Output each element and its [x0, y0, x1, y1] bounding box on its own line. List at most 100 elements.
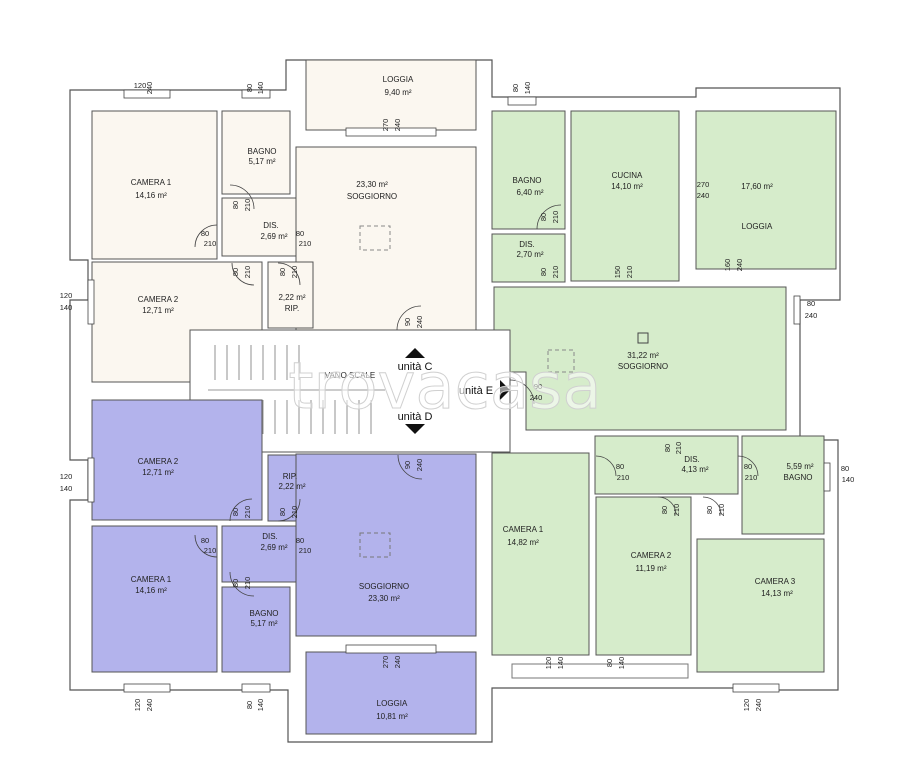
- dim-e-dis-door-h2: 210: [674, 442, 683, 455]
- door-swings: [194, 184, 759, 597]
- dim-c-bagno-door-w: 80: [231, 201, 240, 209]
- dim-d-loggia-w: 270: [381, 656, 390, 669]
- unit-e: [491, 110, 837, 679]
- room-d-loggia: [305, 651, 477, 735]
- arrow-unit-d: [405, 424, 425, 434]
- label-d-soggiorno-name: SOGGIORNO: [359, 582, 409, 591]
- label-e-camera1-area: 14,82 m²: [507, 538, 539, 547]
- dim-d-cam1-win-h: 240: [145, 699, 154, 712]
- soggiorno-e-pillar: [637, 332, 649, 344]
- label-e-dis-name: DIS.: [684, 455, 700, 464]
- room-d-camera2: [91, 399, 263, 521]
- label-d-dis-area: 2,69 m²: [260, 543, 287, 552]
- dim-d-rip-door-h: 210: [290, 506, 299, 519]
- watermark-logo: trovacasa: [288, 350, 601, 424]
- dim-c-cam2-door-h: 210: [243, 266, 252, 279]
- room-c-bagno: [221, 110, 291, 195]
- label-e-camera3-area: 14,13 m²: [761, 589, 793, 598]
- dim-c-bagno-door-h: 210: [243, 199, 252, 212]
- dim-e-cam3-win-h: 240: [754, 699, 763, 712]
- label-c-bagno-name: BAGNO: [248, 147, 277, 156]
- dim-c-cam1-door-w: 80: [201, 229, 209, 238]
- label-d-bagno-area: 5,17 m²: [250, 619, 277, 628]
- dim-c-loggia-w: 270: [381, 119, 390, 132]
- unit-d: [91, 399, 477, 735]
- dim-d-cam1-win-w: 120: [133, 699, 142, 712]
- label-e-soggiorno-name: SOGGIORNO: [618, 362, 668, 371]
- soggiorno-e-rug: [547, 349, 575, 373]
- dim-d-cam2-door-w: 80: [231, 508, 240, 516]
- label-d-camera1-area: 14,16 m²: [135, 586, 167, 595]
- label-c-bagno-area: 5,17 m²: [248, 157, 275, 166]
- label-e-cucina-name: CUCINA: [612, 171, 643, 180]
- label-d-camera2-area: 12,71 m²: [142, 468, 174, 477]
- dim-d-cam2-win-w: 120: [60, 472, 73, 481]
- unit-c: [91, 59, 477, 383]
- dim-c-cam1-win-h: 240: [145, 82, 154, 95]
- dim-d-entry-h: 240: [415, 459, 424, 472]
- dim-d-entry-w: 90: [403, 461, 412, 469]
- dim-c-bagno-win-w: 80: [245, 84, 254, 92]
- room-e-bagno: [741, 435, 825, 535]
- label-d-camera2-name: CAMERA 2: [138, 457, 179, 466]
- dim-e-cam1-door-w: 80: [616, 462, 624, 471]
- balcony-e-bottom: [511, 663, 689, 679]
- dim-c-cam2-win-w: 120: [60, 291, 73, 300]
- room-e-camera2: [595, 496, 692, 656]
- dim-e-entry-h: 240: [530, 393, 543, 402]
- dim-e-loggia-door2-h: 240: [735, 259, 744, 272]
- dim-e-bagno-door-h: 210: [551, 211, 560, 224]
- dim-e-cucina-door-w: 150: [613, 266, 622, 279]
- label-e-dis-top-name: DIS.: [519, 240, 535, 249]
- dim-d-cam2-win-h: 140: [60, 484, 73, 493]
- label-c-camera2-name: CAMERA 2: [138, 295, 179, 304]
- dim-e-cam3-door-h: 210: [717, 504, 726, 517]
- dim-e-cucina-door-h: 210: [625, 266, 634, 279]
- dim-d-bagno-door-w: 80: [231, 579, 240, 587]
- label-unita-c: unità C: [398, 361, 433, 373]
- label-d-camera1-name: CAMERA 1: [131, 575, 172, 584]
- dim-e-cam1-win-w: 120: [544, 657, 553, 670]
- dim-c-entry-h: 240: [415, 316, 424, 329]
- dim-e-sog-win-h: 240: [805, 311, 818, 320]
- soggiorno-d-rug: [359, 532, 391, 558]
- dim-c-rip-door-h: 210: [290, 266, 299, 279]
- label-e-cucina-area: 14,10 m²: [611, 182, 643, 191]
- dim-c-cam2-door-w: 80: [231, 268, 240, 276]
- labels-unit-d: CAMERA 2 12,71 m² RIP. 2,22 m² DIS. 2,69…: [131, 457, 409, 721]
- room-e-dis: [594, 435, 739, 495]
- label-c-dis-area: 2,69 m²: [260, 232, 287, 241]
- labels-unit-c: LOGGIA 9,40 m² BAGNO 5,17 m² CAMERA 1 14…: [131, 75, 414, 315]
- dim-e-loggia-door-w: 270: [697, 180, 710, 189]
- dim-e-cam1-win-h: 140: [556, 657, 565, 670]
- dim-e-cam3-door-w: 80: [705, 506, 714, 514]
- dim-e-dis-door-w2: 80: [663, 444, 672, 452]
- dim-e-sog-win-w: 80: [807, 299, 815, 308]
- room-d-camera1: [91, 525, 218, 673]
- label-e-loggia-name: LOGGIA: [742, 222, 773, 231]
- dim-c-cam2-win-h: 140: [60, 303, 73, 312]
- room-c-rip: [267, 261, 314, 329]
- dim-e-bagno-win-h: 140: [523, 82, 532, 95]
- label-e-dis-top-area: 2,70 m²: [516, 250, 543, 259]
- stair-labels: VANO SCALE unità C unità D unità E: [325, 348, 510, 434]
- dim-c-loggia-h: 240: [393, 119, 402, 132]
- arrow-unit-c: [405, 348, 425, 358]
- room-c-soggiorno: [295, 146, 477, 331]
- room-d-bagno: [221, 586, 291, 673]
- label-e-soggiorno-area: 31,22 m²: [627, 351, 659, 360]
- label-e-camera1-name: CAMERA 1: [503, 525, 544, 534]
- dim-c-sog-door-h: 210: [299, 239, 312, 248]
- dim-d-sog-door-h: 210: [299, 546, 312, 555]
- label-d-rip-area: 2,22 m²: [278, 482, 305, 491]
- dim-e-loggia-door2-w: 160: [723, 259, 732, 272]
- dim-e-cam3-win-w: 120: [742, 699, 751, 712]
- dim-e-cam2-door-w: 80: [660, 506, 669, 514]
- dim-d-bagno-win-h: 140: [256, 699, 265, 712]
- room-c-camera1: [91, 110, 218, 260]
- dimension-labels: 120 240 80 140 270 240 80 210 80 210 80 …: [60, 81, 855, 711]
- label-d-loggia-name: LOGGIA: [377, 699, 408, 708]
- label-d-dis-name: DIS.: [262, 532, 278, 541]
- label-unita-e: unità E: [459, 385, 493, 397]
- label-c-soggiorno-name: SOGGIORNO: [347, 192, 397, 201]
